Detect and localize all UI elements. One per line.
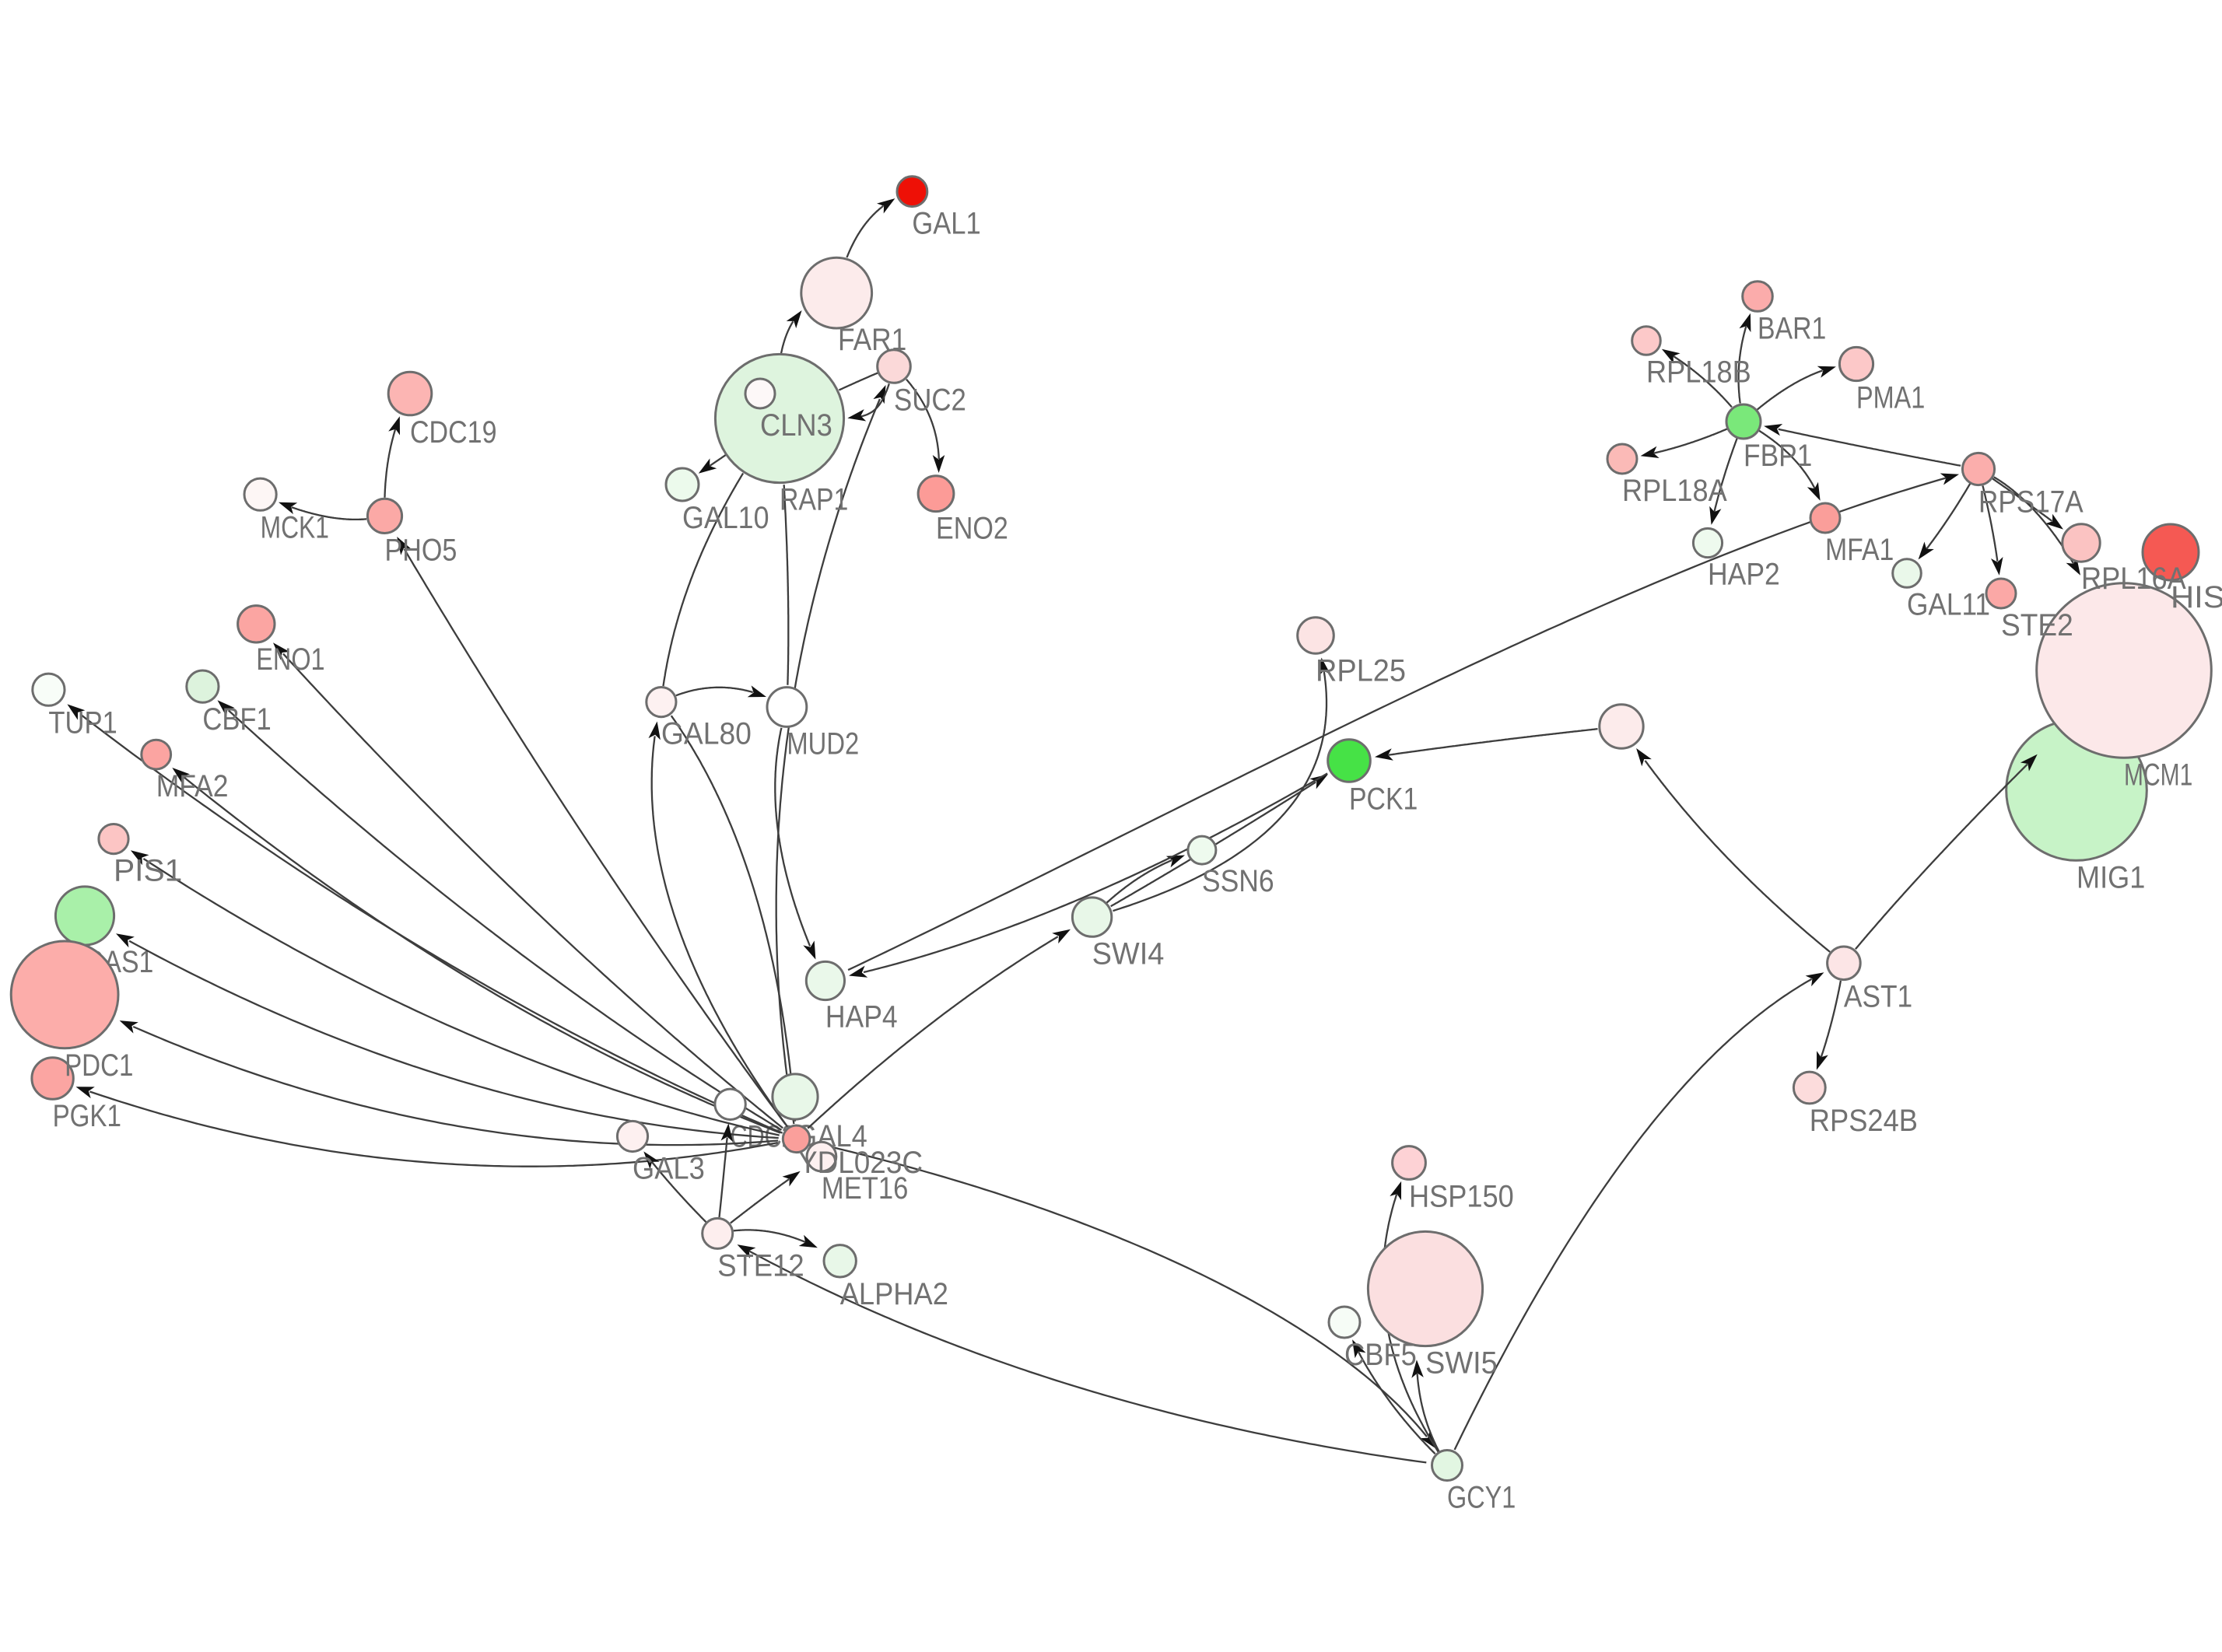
svg-text:SWI4: SWI4 <box>1092 936 1165 971</box>
svg-text:MUD2: MUD2 <box>787 726 859 761</box>
svg-text:CLN3: CLN3 <box>760 408 832 443</box>
svg-text:RPL25: RPL25 <box>1316 653 1406 688</box>
svg-text:GAL1: GAL1 <box>912 207 980 241</box>
svg-text:FBP1: FBP1 <box>1744 439 1812 473</box>
svg-text:CBF5: CBF5 <box>1344 1338 1417 1372</box>
svg-text:STE2: STE2 <box>2001 608 2073 642</box>
svg-text:GCY1: GCY1 <box>1447 1481 1516 1515</box>
svg-text:RAP1: RAP1 <box>780 483 848 517</box>
svg-text:AST1: AST1 <box>1844 980 1912 1014</box>
svg-text:PDC1: PDC1 <box>65 1048 133 1083</box>
svg-text:GAL10: GAL10 <box>682 501 769 535</box>
svg-text:ENO1: ENO1 <box>256 642 324 677</box>
svg-text:RPS24B: RPS24B <box>1810 1104 1918 1138</box>
svg-text:PGK1: PGK1 <box>53 1099 121 1133</box>
svg-text:ENO2: ENO2 <box>936 512 1008 546</box>
svg-text:SWI5: SWI5 <box>1425 1346 1498 1381</box>
svg-text:RPS17A: RPS17A <box>1978 485 2084 520</box>
svg-text:CBF1: CBF1 <box>202 702 271 737</box>
svg-text:BAR1: BAR1 <box>1758 311 1826 345</box>
svg-text:GAL11: GAL11 <box>1907 587 1990 621</box>
svg-text:MIG1: MIG1 <box>2077 860 2145 894</box>
svg-text:MET16: MET16 <box>822 1171 909 1206</box>
svg-text:STE12: STE12 <box>717 1248 804 1283</box>
svg-text:MFA1: MFA1 <box>1825 533 1894 567</box>
svg-text:HSP150: HSP150 <box>1409 1179 1514 1213</box>
svg-text:ALPHA2: ALPHA2 <box>840 1277 948 1311</box>
svg-text:MCK1: MCK1 <box>261 510 329 544</box>
svg-text:RPL18A: RPL18A <box>1622 474 1727 508</box>
svg-text:PIS1: PIS1 <box>114 854 182 888</box>
svg-text:FAR1: FAR1 <box>838 323 906 357</box>
svg-text:MCM1: MCM1 <box>2124 758 2192 792</box>
svg-text:PHO5: PHO5 <box>385 534 457 568</box>
svg-text:RPL18B: RPL18B <box>1646 355 1751 389</box>
svg-text:HIS4: HIS4 <box>2171 580 2222 614</box>
svg-text:HAP2: HAP2 <box>1708 558 1780 592</box>
svg-text:PCK1: PCK1 <box>1349 782 1418 816</box>
svg-text:GAL3: GAL3 <box>633 1152 705 1186</box>
svg-text:MFA2: MFA2 <box>156 769 229 803</box>
svg-text:SSN6: SSN6 <box>1202 864 1274 898</box>
svg-text:PMA1: PMA1 <box>1856 381 1925 415</box>
svg-text:RPL16A: RPL16A <box>2081 562 2186 596</box>
svg-text:CDC19: CDC19 <box>410 415 497 450</box>
svg-text:HAP4: HAP4 <box>825 1000 898 1034</box>
svg-text:TUP1: TUP1 <box>48 705 117 740</box>
svg-text:GAL80: GAL80 <box>661 717 752 751</box>
svg-text:SUC2: SUC2 <box>894 383 966 417</box>
svg-text:YDL023C: YDL023C <box>798 1146 923 1180</box>
